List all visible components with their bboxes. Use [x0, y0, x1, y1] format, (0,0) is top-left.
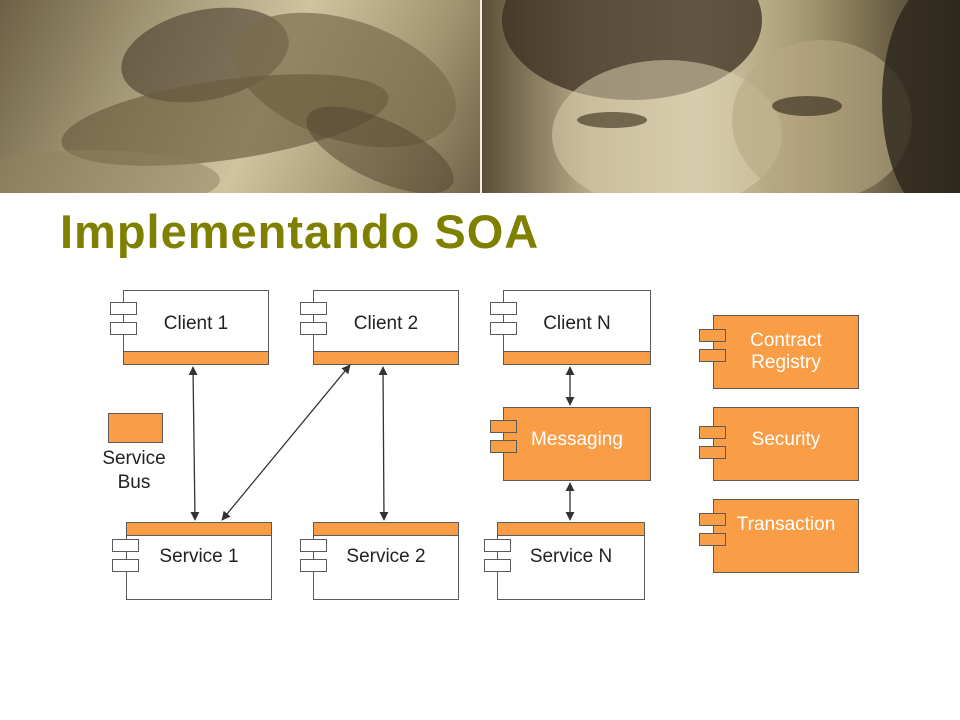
messaging-port-bottom [490, 440, 517, 453]
client-2-port-bottom [300, 322, 327, 335]
service-2-interface-strip [314, 523, 458, 536]
client-1-component: Client 1 [123, 290, 269, 365]
service-n-label: Service N [529, 546, 613, 567]
client-n-port-bottom [490, 322, 517, 335]
service-1-port-bottom [112, 559, 139, 572]
transaction-component: Transaction [713, 499, 859, 573]
service-2-component: Service 2 [313, 522, 459, 600]
service-n-port-bottom [484, 559, 511, 572]
messaging-component: Messaging [503, 407, 651, 481]
client-2-port-top [300, 302, 327, 315]
contract-registry-component: Contract Registry [713, 315, 859, 389]
security-port-top [699, 426, 726, 439]
client-2-interface-strip [314, 351, 458, 364]
messaging-port-top [490, 420, 517, 433]
photo-hands-typing [0, 0, 480, 193]
service-n-port-top [484, 539, 511, 552]
client-n-component: Client N [503, 290, 651, 365]
service-1-port-top [112, 539, 139, 552]
arrow-client2-service2 [378, 366, 389, 521]
transaction-port-bottom [699, 533, 726, 546]
arrow-client2-service1 [221, 364, 351, 521]
service-2-port-top [300, 539, 327, 552]
service-1-component: Service 1 [126, 522, 272, 600]
client-n-label: Client N [543, 313, 611, 334]
client-1-label: Client 1 [163, 313, 229, 334]
service-bus-legend-swatch [108, 413, 163, 443]
client-1-port-top [110, 302, 137, 315]
photo-woman-face [482, 0, 960, 193]
messaging-label: Messaging [531, 429, 623, 450]
transaction-label: Transaction [736, 514, 836, 535]
arrow-client1-service1 [188, 366, 200, 521]
service-n-component: Service N [497, 522, 645, 600]
client-2-component: Client 2 [313, 290, 459, 365]
contract-registry-port-top [699, 329, 726, 342]
service-1-interface-strip [127, 523, 271, 536]
contract-registry-label: Contract Registry [750, 330, 822, 373]
security-component: Security [713, 407, 859, 481]
client-1-port-bottom [110, 322, 137, 335]
service-n-interface-strip [498, 523, 644, 536]
contract-registry-port-bottom [699, 349, 726, 362]
service-2-label: Service 2 [346, 546, 426, 567]
service-1-label: Service 1 [159, 546, 239, 567]
client-2-label: Client 2 [353, 313, 419, 334]
client-n-port-top [490, 302, 517, 315]
security-port-bottom [699, 446, 726, 459]
header-banner [0, 0, 960, 193]
slide-title: Implementando SOA [60, 205, 540, 258]
photo-divider [480, 0, 482, 193]
client-n-interface-strip [504, 351, 650, 364]
service-bus-legend-label: Service Bus [102, 448, 166, 493]
client-1-interface-strip [124, 351, 268, 364]
transaction-port-top [699, 513, 726, 526]
security-label: Security [751, 429, 821, 450]
service-2-port-bottom [300, 559, 327, 572]
